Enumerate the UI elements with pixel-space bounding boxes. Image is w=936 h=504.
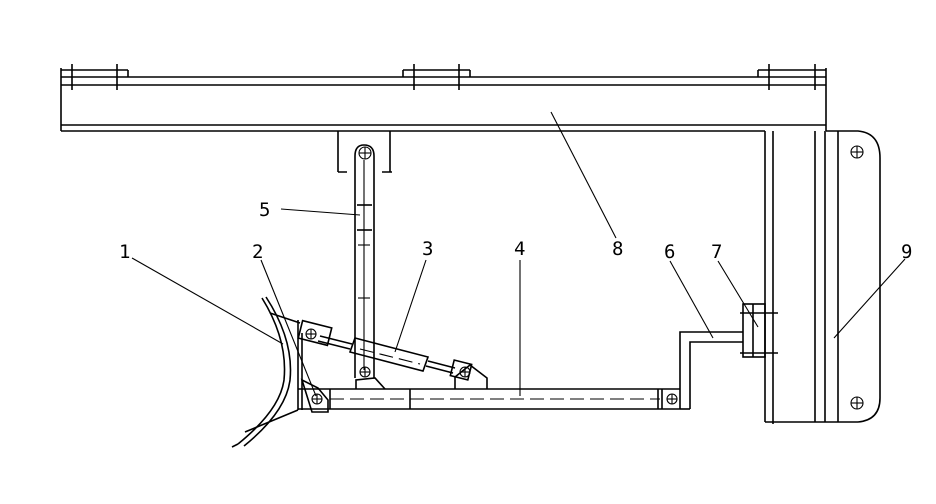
- part-label-5: 5: [259, 199, 270, 221]
- part-4-lower-bar: [298, 388, 680, 410]
- pin-icon: [666, 393, 678, 405]
- part-7-bracket: [740, 303, 778, 358]
- part-6-arm: [679, 331, 743, 410]
- part-8-beam: [60, 64, 827, 132]
- beam-clamp-left: [61, 64, 129, 90]
- part-label-7: 7: [711, 241, 722, 263]
- beam-clamp-right: [757, 64, 826, 90]
- part-2-support: [244, 312, 329, 433]
- part-1-blade: [231, 296, 292, 448]
- part-label-4: 4: [514, 238, 525, 260]
- part-label-2: 2: [252, 241, 263, 263]
- part-label-6: 6: [664, 241, 675, 263]
- part-3-cylinder: [297, 319, 488, 389]
- part-label-1: 1: [119, 241, 130, 263]
- part-9-mounting-plate: [764, 130, 881, 424]
- part-5-link: [337, 131, 392, 390]
- pin-icon: [305, 328, 317, 340]
- beam-clamp-middle: [402, 64, 471, 90]
- bolt-icon: [850, 396, 864, 410]
- leader-lines: [131, 111, 906, 397]
- pin-icon: [358, 146, 372, 160]
- pin-icon: [311, 393, 323, 405]
- part-label-9: 9: [901, 241, 912, 263]
- bolt-icon: [850, 145, 864, 159]
- part-label-3: 3: [422, 238, 433, 260]
- part-label-8: 8: [612, 238, 623, 260]
- pin-icon: [359, 366, 371, 378]
